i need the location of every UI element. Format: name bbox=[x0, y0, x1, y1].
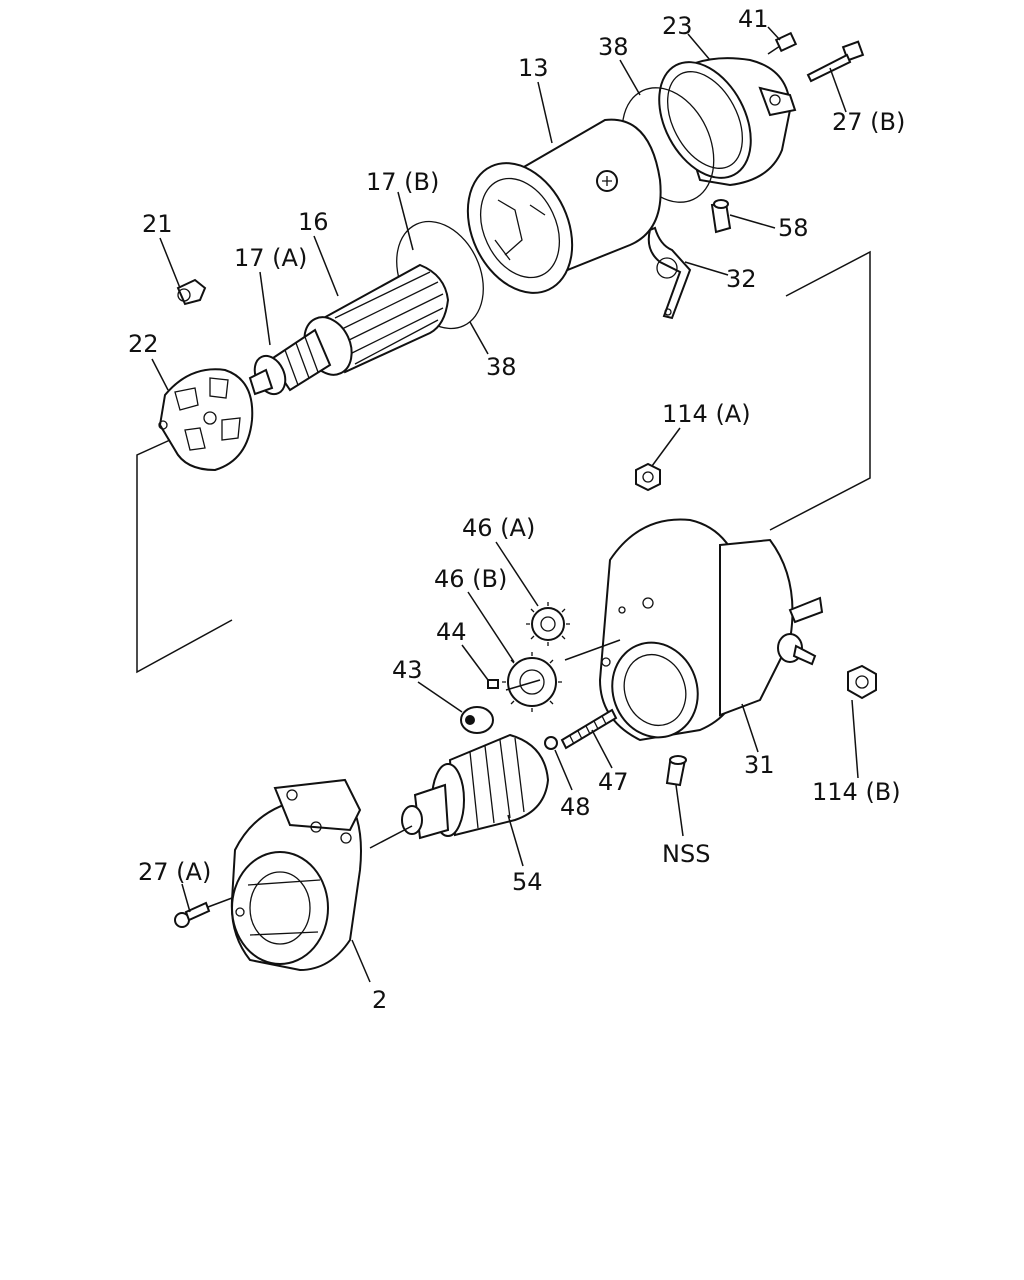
label-17b: 17 (B) bbox=[366, 168, 439, 196]
label-nss: NSS bbox=[662, 840, 710, 868]
label-22: 22 bbox=[128, 330, 159, 358]
part-nut-114b bbox=[847, 664, 877, 700]
label-114b: 114 (B) bbox=[812, 778, 901, 806]
label-41: 41 bbox=[738, 5, 769, 33]
label-44: 44 bbox=[436, 618, 467, 646]
label-23: 23 bbox=[662, 12, 693, 40]
part-ball-48 bbox=[544, 736, 558, 750]
part-housing-31 bbox=[598, 518, 824, 742]
part-grommet-58 bbox=[710, 199, 732, 234]
alignment-lines bbox=[136, 250, 871, 908]
part-through-bolt-27b bbox=[806, 40, 865, 83]
label-46a: 46 (A) bbox=[462, 514, 535, 542]
label-17a: 17 (A) bbox=[234, 244, 307, 272]
part-spring-47 bbox=[560, 708, 618, 750]
label-38-top: 38 bbox=[598, 33, 629, 61]
label-21: 21 bbox=[142, 210, 173, 238]
part-gear-46a bbox=[526, 602, 570, 646]
part-brush-holder-22 bbox=[158, 368, 254, 472]
label-31: 31 bbox=[744, 751, 775, 779]
part-yoke-housing bbox=[466, 118, 662, 294]
label-114a: 114 (A) bbox=[662, 400, 751, 428]
leader-lines bbox=[151, 26, 859, 983]
part-brush-spring-21 bbox=[176, 278, 207, 306]
label-48: 48 bbox=[560, 793, 591, 821]
part-pin-44 bbox=[487, 679, 499, 689]
label-47: 47 bbox=[598, 768, 629, 796]
part-gear-case-2 bbox=[230, 778, 362, 972]
part-nut-114a bbox=[635, 462, 661, 492]
label-54: 54 bbox=[512, 868, 543, 896]
part-rear-cover bbox=[658, 57, 797, 187]
label-27b: 27 (B) bbox=[832, 108, 905, 136]
label-16: 16 bbox=[298, 208, 329, 236]
label-2: 2 bbox=[372, 986, 387, 1014]
part-screw-41 bbox=[767, 31, 798, 55]
label-32: 32 bbox=[726, 265, 757, 293]
label-38-lower: 38 bbox=[486, 353, 517, 381]
part-lead-bracket-32 bbox=[647, 226, 692, 320]
label-43: 43 bbox=[392, 656, 423, 684]
part-pinion-clutch-54 bbox=[401, 733, 550, 840]
part-terminal-stud bbox=[777, 633, 817, 666]
part-labels: 41 23 38 13 27 (B) 17 (B) 58 21 16 17 (A… bbox=[128, 5, 905, 1014]
label-27a: 27 (A) bbox=[138, 858, 211, 886]
part-bolt-27a bbox=[174, 901, 211, 928]
part-nss-grommet bbox=[665, 755, 687, 787]
label-13: 13 bbox=[518, 54, 549, 82]
part-armature bbox=[248, 263, 450, 396]
label-46b: 46 (B) bbox=[434, 565, 507, 593]
label-58: 58 bbox=[778, 214, 809, 242]
part-collar-43 bbox=[460, 706, 494, 734]
